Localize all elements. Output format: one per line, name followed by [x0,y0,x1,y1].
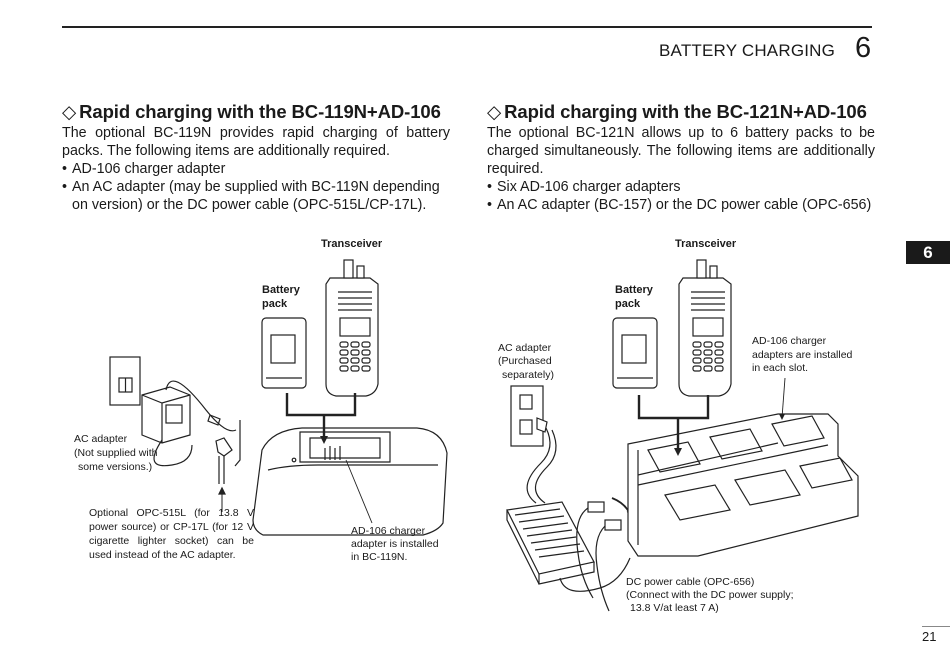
label-charger-adapters-3: in each slot. [752,362,809,374]
diamond-outline-icon: ◇ [487,101,502,122]
section-title-text: Rapid charging with the BC-119N+AD-106 [79,101,441,122]
page-number: 21 [922,629,937,644]
list-item-text: An AC adapter (BC-157) or the DC power c… [497,197,872,213]
charger-bc119n-icon [252,427,448,536]
label-battery-pack-1: Battery [262,284,300,296]
transceiver-icon [678,259,732,397]
section-title: ◇Rapid charging with the BC-121N+AD-106 [487,101,875,123]
list-item-text: AD-106 charger adapter [72,161,226,177]
label-charger-adapters-2: adapters are installed [752,349,853,361]
note-optional-cables: Optional OPC-515L (for 13.8 V power sour… [89,507,254,561]
header-rule [62,26,872,28]
insert-arrow-icon [285,393,357,440]
list-item: •AD-106 charger adapter [62,160,450,178]
dc-cable-icon [576,497,636,612]
label-battery-pack-2: pack [262,298,288,310]
wall-outlet-icon [109,356,141,406]
bullet-icon: • [487,179,493,195]
label-charger-adapter-2: adapter is installed [351,538,439,550]
label-battery-pack-1: Battery [615,284,653,296]
figure-bc119n-illustration [109,259,448,536]
insert-arrow-icon [637,395,710,452]
label-charger-adapter-3: in BC-119N. [351,551,408,563]
wall-outlet-icon [510,385,544,447]
section-title: ◇Rapid charging with the BC-119N+AD-106 [62,101,450,123]
section-bc119n: ◇Rapid charging with the BC-119N+AD-106 … [62,101,450,214]
label-charger-adapter-1: AD-106 charger [351,525,426,537]
label-dc-cable-3: 13.8 V/at least 7 A) [630,602,719,614]
requirements-list: •AD-106 charger adapter •An AC adapter (… [62,160,450,214]
section-intro: The optional BC-121N allows up to 6 batt… [487,125,875,177]
list-item: •An AC adapter (BC-157) or the DC power … [487,196,875,214]
chapter-number: 6 [855,32,872,64]
diamond-outline-icon: ◇ [62,101,77,122]
chapter-title: BATTERY CHARGING [659,41,836,60]
bullet-icon: • [62,161,68,177]
label-transceiver: Transceiver [321,238,383,250]
label-transceiver: Transceiver [675,238,737,250]
list-item-text: An AC adapter (may be supplied with BC-1… [72,179,440,213]
ac-adapter-icon [141,380,237,467]
bullet-icon: • [487,197,493,213]
charger-bc121n-icon [627,413,859,557]
list-item: •Six AD-106 charger adapters [487,178,875,196]
label-ac-adapter-2: (Not supplied with [74,447,158,459]
list-item-text: Six AD-106 charger adapters [497,179,681,195]
chapter-tab-badge: 6 [906,241,950,264]
bullet-icon: • [62,179,68,195]
battery-pack-icon [261,317,307,389]
transceiver-icon [325,259,379,397]
label-dc-cable-1: DC power cable (OPC-656) [626,576,755,588]
label-ac-adapter-1: AC adapter [74,433,128,445]
label-ac-adapter-3: some versions.) [78,461,153,473]
figure-bc119n: Transceiver Battery pack AC adapter (Not… [0,0,470,671]
list-item: •An AC adapter (may be supplied with BC-… [62,178,450,214]
battery-pack-icon [612,317,658,389]
requirements-list: •Six AD-106 charger adapters •An AC adap… [487,178,875,214]
label-ac-adapter-2: (Purchased [498,355,552,367]
label-ac-adapter-3: separately) [502,369,554,381]
footer-rule [922,626,950,627]
section-bc121n: ◇Rapid charging with the BC-121N+AD-106 … [487,101,875,214]
dc-plug-icon [215,420,241,484]
label-battery-pack-2: pack [615,298,641,310]
ac-adapter-bc157-icon [506,501,631,592]
section-title-text: Rapid charging with the BC-121N+AD-106 [504,101,867,122]
section-intro: The optional BC-119N provides rapid char… [62,125,450,159]
label-dc-cable-2: (Connect with the DC power supply; [626,589,794,601]
label-charger-adapters-1: AD-106 charger [752,335,827,347]
label-ac-adapter-1: AC adapter [498,342,552,354]
